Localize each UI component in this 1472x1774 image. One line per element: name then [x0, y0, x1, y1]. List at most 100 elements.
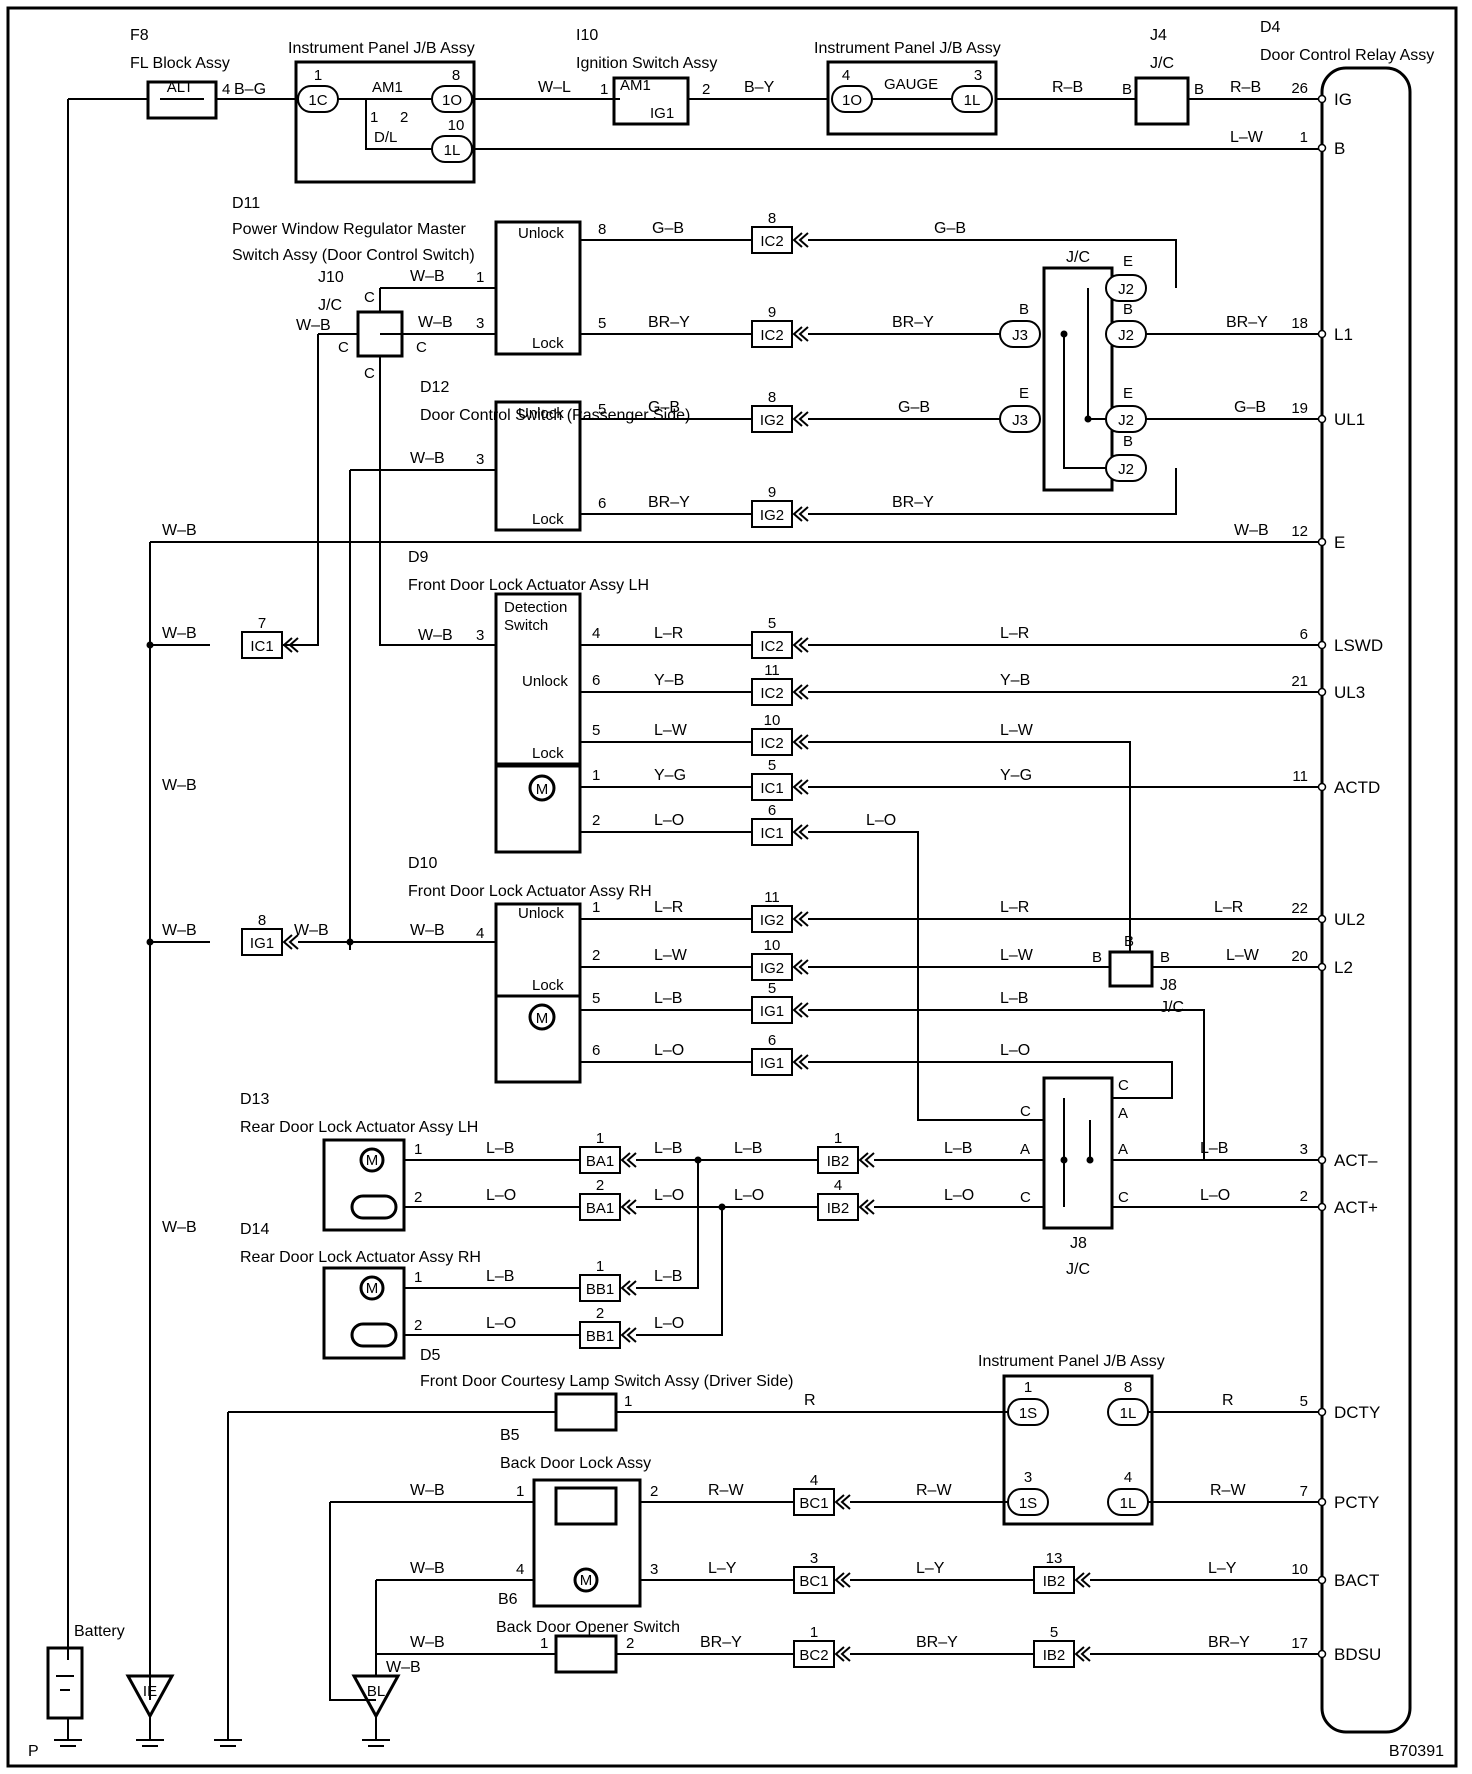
- d13-ba1-1: [579, 1146, 621, 1174]
- chevron: [620, 1327, 631, 1343]
- d9-conn-pin: 11: [764, 662, 780, 679]
- d14-lo-r: L–O: [654, 1315, 684, 1332]
- relay-pin-BACT: 10: [1291, 1561, 1308, 1578]
- wire-r-label: R: [804, 1392, 816, 1409]
- d9-motor: M: [536, 781, 549, 798]
- d10-wire-label: L–O: [654, 1042, 684, 1059]
- d13-box: [322, 1138, 406, 1232]
- wire-l2-label: L–W: [1226, 947, 1260, 964]
- d9-conn-pin: 6: [768, 802, 776, 819]
- d14-bb1-2: [579, 1321, 621, 1349]
- jc-j3-b: [999, 320, 1041, 348]
- jc-e1: E: [1123, 253, 1133, 270]
- wire-d11-bry-r-label: BR–Y: [892, 314, 934, 331]
- jc-j3e-pin: E: [1019, 385, 1029, 402]
- wire-d11-wb3-label: W–B: [418, 314, 453, 331]
- gnd-ic1-7-pin: 7: [258, 615, 266, 632]
- d13-ba1-2-pin: 2: [596, 1177, 604, 1194]
- relay-terminal-PCTY: [1317, 1497, 1327, 1507]
- b6-switch-box: [554, 1634, 618, 1674]
- j8-a3: A: [1118, 1141, 1128, 1158]
- j10-c-bot: C: [364, 365, 375, 382]
- b5-ref: B5: [500, 1427, 520, 1444]
- d14-motor: M: [366, 1280, 379, 1297]
- ign-ig1: IG1: [650, 105, 674, 122]
- d10-conn: [751, 996, 793, 1024]
- am1-n2: 2: [400, 109, 408, 126]
- ipjb2-box: [826, 60, 998, 136]
- chevron: [282, 934, 293, 950]
- j4-ref: J4: [1150, 27, 1167, 44]
- ipjb2-title: Instrument Panel J/B Assy: [814, 40, 1001, 57]
- wire-lw-b-label: L–W: [1230, 129, 1264, 146]
- j8-c3: C: [1020, 1189, 1031, 1206]
- b5-motor: M: [580, 1572, 593, 1589]
- b6-ib2-5: [1033, 1640, 1075, 1668]
- ipjb3-title: Instrument Panel J/B Assy: [978, 1353, 1165, 1370]
- relay-pin-L2: 20: [1291, 948, 1308, 965]
- d9-conn-label: IC1: [760, 780, 783, 797]
- b5-switch-icon: [554, 1486, 618, 1526]
- wire-act-plus-label: L–O: [1200, 1187, 1230, 1204]
- d14-lb-up: [636, 1160, 699, 1289]
- b5-w3-label: L–Y: [708, 1560, 737, 1577]
- wire-d12-wb-label: W–B: [410, 450, 445, 467]
- j10-box: [356, 310, 404, 358]
- d14-motor-icon: [359, 1275, 385, 1301]
- relay-pin-DCTY: 5: [1300, 1393, 1308, 1410]
- d13-mid1-label: L–B: [654, 1140, 682, 1157]
- ipjb3-1l-8-label: 1L: [1120, 1405, 1137, 1422]
- wire-bdsu-label: BR–Y: [1208, 1634, 1250, 1651]
- wire-wb-low: W–B: [162, 1219, 197, 1236]
- d10-conn: [751, 953, 793, 981]
- b5-p1: 1: [516, 1483, 524, 1500]
- ipjb2-p1: 4: [842, 67, 850, 84]
- chevron: [626, 1199, 637, 1215]
- chevron: [840, 1572, 851, 1588]
- d11-ic2-9: [751, 320, 793, 348]
- ipjb1-box: [294, 60, 476, 184]
- relay-pin-UL3: 21: [1291, 673, 1308, 690]
- d9-ref: D9: [408, 549, 429, 566]
- b5-bc1-4: [793, 1488, 835, 1516]
- wire-d10-lw-label: L–W: [1000, 947, 1034, 964]
- relay-pin-L1: 18: [1291, 315, 1308, 332]
- d13-r2-label: L–O: [944, 1187, 974, 1204]
- chevron: [798, 637, 809, 653]
- chevron: [798, 959, 809, 975]
- d10-conn-pin: 6: [768, 1032, 776, 1049]
- junction-dot: [1084, 415, 1092, 423]
- d9-conn-label: IC2: [760, 638, 783, 655]
- j8-ref-lower: J8: [1070, 1235, 1087, 1252]
- relay-term-BDSU: BDSU: [1334, 1645, 1381, 1664]
- d10-wire-label: L–R: [654, 899, 683, 916]
- junction-dot: [146, 641, 154, 649]
- chevron: [792, 637, 803, 653]
- b6-ib2-5-label: IB2: [1043, 1647, 1066, 1664]
- d13-ib2-4: [817, 1193, 859, 1221]
- d11-p1: 1: [476, 269, 484, 286]
- chevron: [798, 824, 809, 840]
- ipjb3-1s-1-label: 1S: [1019, 1405, 1037, 1422]
- d12-switch-box: [494, 400, 582, 532]
- d13-ib2-4-label: IB2: [827, 1200, 850, 1217]
- b5-title: Back Door Lock Assy: [500, 1455, 651, 1472]
- d9-pin: 4: [592, 625, 600, 642]
- wire-actd-label: Y–G: [1000, 767, 1032, 784]
- d14-lo-up: [636, 1207, 723, 1336]
- d9-detect2: Switch: [504, 617, 548, 634]
- chevron: [798, 684, 809, 700]
- chevron: [792, 684, 803, 700]
- wire-pcty-label: R–W: [1210, 1482, 1246, 1499]
- chevron: [798, 411, 809, 427]
- d13-ib2-1-pin: 1: [834, 1130, 842, 1147]
- chevron: [792, 326, 803, 342]
- b5-ly-label: L–Y: [916, 1560, 945, 1577]
- ipjb1-1l: [431, 135, 473, 163]
- relay-terminal-LSWD: [1317, 640, 1327, 650]
- junction-dot: [146, 938, 154, 946]
- d11-title1: Power Window Regulator Master: [232, 221, 467, 238]
- relay-pin-BDSU: 17: [1291, 1635, 1308, 1652]
- d14-p1: 1: [414, 1269, 422, 1286]
